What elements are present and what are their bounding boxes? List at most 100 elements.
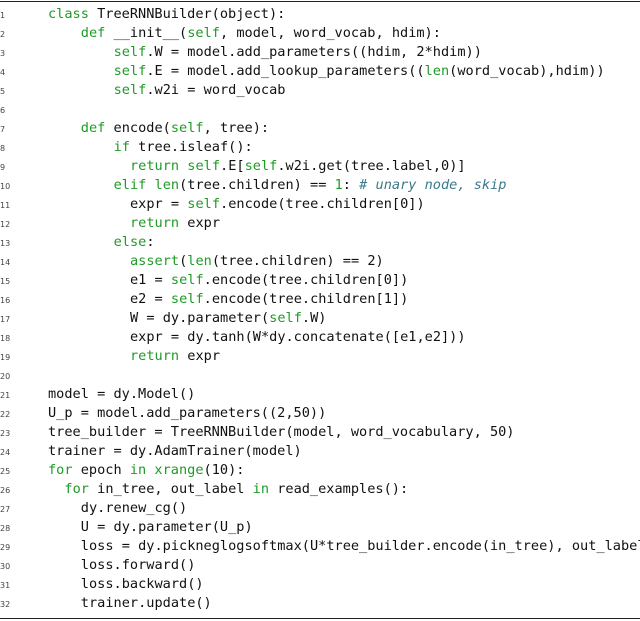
code-token: .encode(tree.children[0]) xyxy=(203,272,409,288)
code-token: expr = xyxy=(130,196,188,212)
keyword-token: self xyxy=(170,272,204,288)
keyword-token: self xyxy=(170,120,204,136)
code-text: U = dy.parameter(U_p) xyxy=(81,518,253,537)
code-token: (10): xyxy=(203,462,245,478)
code-token: .encode(tree.children[0]) xyxy=(220,196,425,212)
code-line: 21 model = dy.Model() xyxy=(0,385,640,404)
code-text: if tree.isleaf(): xyxy=(114,138,253,157)
line-number: 21 xyxy=(0,391,11,400)
keyword-token: elif len xyxy=(113,177,180,193)
keyword-token: self xyxy=(187,25,220,41)
code-text: U_p = model.add_parameters((2,50)) xyxy=(48,404,326,423)
line-number: 18 xyxy=(0,334,11,343)
code-token: .W = model.add_parameters((hdim, 2*hdim)… xyxy=(146,44,482,60)
code-line: 11 expr = self.encode(tree.children[0]) xyxy=(0,195,640,214)
code-line: 5 self.w2i = word_vocab xyxy=(0,81,640,100)
code-text: return expr xyxy=(130,214,220,233)
line-number: 9 xyxy=(0,163,6,172)
line-number: 16 xyxy=(0,296,11,305)
code-line: 20 xyxy=(0,366,640,385)
code-token: expr xyxy=(179,348,221,364)
code-text: dy.renew_cg() xyxy=(81,499,187,518)
code-text: W = dy.parameter(self.W) xyxy=(130,309,326,328)
code-text: def __init__(self, model, word_vocab, hd… xyxy=(81,24,441,43)
code-text: for epoch in xrange(10): xyxy=(48,461,244,480)
code-text: loss.forward() xyxy=(81,556,196,575)
keyword-token: return xyxy=(130,348,180,364)
line-number: 5 xyxy=(0,87,6,96)
line-number: 3 xyxy=(0,49,6,58)
bottom-rule xyxy=(0,618,640,619)
keyword-token: else xyxy=(113,234,147,250)
line-number: 30 xyxy=(0,562,11,571)
code-text: expr = self.encode(tree.children[0]) xyxy=(130,195,425,214)
line-number: 25 xyxy=(0,467,11,476)
code-line: 17 W = dy.parameter(self.W) xyxy=(0,309,640,328)
code-text: else: xyxy=(114,233,155,252)
code-token: __init__( xyxy=(105,25,188,41)
code-line: 27 dy.renew_cg() xyxy=(0,499,640,518)
code-line: 6 xyxy=(0,100,640,119)
keyword-token: len xyxy=(187,253,212,269)
line-number: 17 xyxy=(0,315,11,324)
code-line: 2 def __init__(self, model, word_vocab, h… xyxy=(0,24,640,43)
line-number: 20 xyxy=(0,372,11,381)
line-number: 19 xyxy=(0,353,11,362)
line-number: 6 xyxy=(0,106,6,115)
code-text: assert(len(tree.children) == 2) xyxy=(130,252,384,271)
keyword-token: assert xyxy=(130,253,180,269)
code-token: trainer = dy.AdamTrainer(model) xyxy=(48,443,302,459)
keyword-token: class xyxy=(48,6,89,22)
code-text: loss.backward() xyxy=(81,575,204,594)
code-text: model = dy.Model() xyxy=(48,385,195,404)
code-token: model = dy.Model() xyxy=(48,386,196,402)
code-token: trainer.update() xyxy=(80,595,212,611)
line-number: 11 xyxy=(0,201,11,210)
line-number: 27 xyxy=(0,505,11,514)
code-token: .E[ xyxy=(220,158,245,174)
code-text: trainer.update() xyxy=(81,594,212,613)
code-line: 30 loss.forward() xyxy=(0,556,640,575)
keyword-token: def xyxy=(80,120,106,136)
code-token: loss = dy.pickneglogsoftmax(U*tree_build… xyxy=(80,538,640,554)
code-token: expr xyxy=(179,215,221,231)
line-number: 2 xyxy=(0,30,6,39)
code-text: return self.E[self.w2i.get(tree.label,0)… xyxy=(130,157,466,176)
keyword-token: len xyxy=(424,63,450,79)
code-token: dy.renew_cg() xyxy=(80,500,188,516)
code-token: .w2i = word_vocab xyxy=(146,82,286,98)
code-token: W = dy.parameter( xyxy=(130,310,270,326)
line-number: 10 xyxy=(0,182,11,191)
code-token: loss.backward() xyxy=(80,576,204,592)
keyword-token: return self xyxy=(130,158,221,174)
code-text: tree_builder = TreeRNNBuilder(model, wor… xyxy=(48,423,515,442)
code-token: (tree.children) == xyxy=(179,177,335,193)
keyword-token: self xyxy=(113,44,147,60)
code-token: U_p = model.add_parameters((2,50)) xyxy=(48,405,327,421)
code-token: , model, word_vocab, hdim): xyxy=(219,25,441,41)
line-number: 29 xyxy=(0,543,11,552)
code-text: loss = dy.pickneglogsoftmax(U*tree_build… xyxy=(81,537,640,556)
code-token: epoch xyxy=(72,462,130,478)
code-token: U = dy.parameter(U_p) xyxy=(80,519,253,535)
code-line: 9 return self.E[self.w2i.get(tree.label,0… xyxy=(0,157,640,176)
code-token: TreeRNNBuilder(object): xyxy=(88,6,286,22)
keyword-token: self xyxy=(113,63,147,79)
code-line: 19 return expr xyxy=(0,347,640,366)
code-text: self.w2i = word_vocab xyxy=(114,81,286,100)
line-number: 26 xyxy=(0,486,11,495)
code-token: in_tree, out_label xyxy=(88,481,253,497)
keyword-token: in xyxy=(252,481,270,497)
